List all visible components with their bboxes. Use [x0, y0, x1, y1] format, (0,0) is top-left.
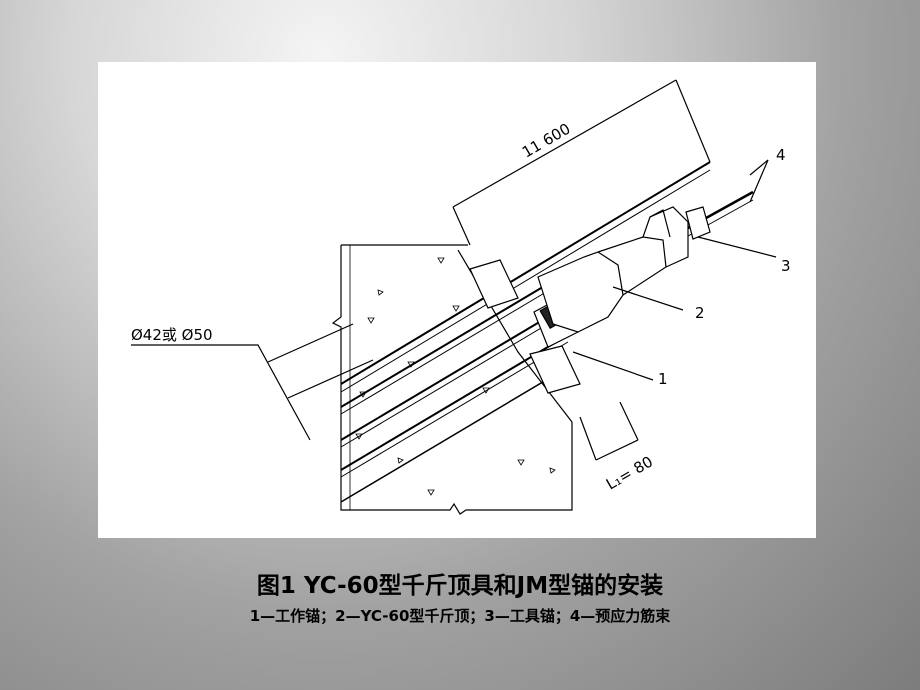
jack-installation-diagram: 11 600 L₁= 80 Ø42或 Ø50 1 2 3 4 [131, 79, 791, 515]
callout-4: 4 [776, 146, 786, 164]
figure-panel: 11 600 L₁= 80 Ø42或 Ø50 1 2 3 4 [98, 62, 816, 538]
concrete-outline [331, 245, 573, 515]
dimension-top-label: 11 600 [519, 120, 573, 162]
work-anchor-plate [469, 259, 519, 309]
concrete-aggregate [355, 257, 556, 496]
figure-caption-title: 图1 YC-60型千斤顶具和JM型锚的安装 [256, 573, 664, 599]
callout-2: 2 [695, 304, 705, 322]
callout-1: 1 [658, 370, 668, 388]
diameter-label: Ø42或 Ø50 [131, 326, 213, 344]
figure-caption-legend: 1—工作锚；2—YC-60型千斤顶；3—工具锚；4—预应力筋束 [249, 607, 671, 625]
tool-anchor [685, 206, 711, 240]
dimension-bottom-label: L₁= 80 [603, 452, 656, 493]
callout-3: 3 [781, 257, 791, 275]
